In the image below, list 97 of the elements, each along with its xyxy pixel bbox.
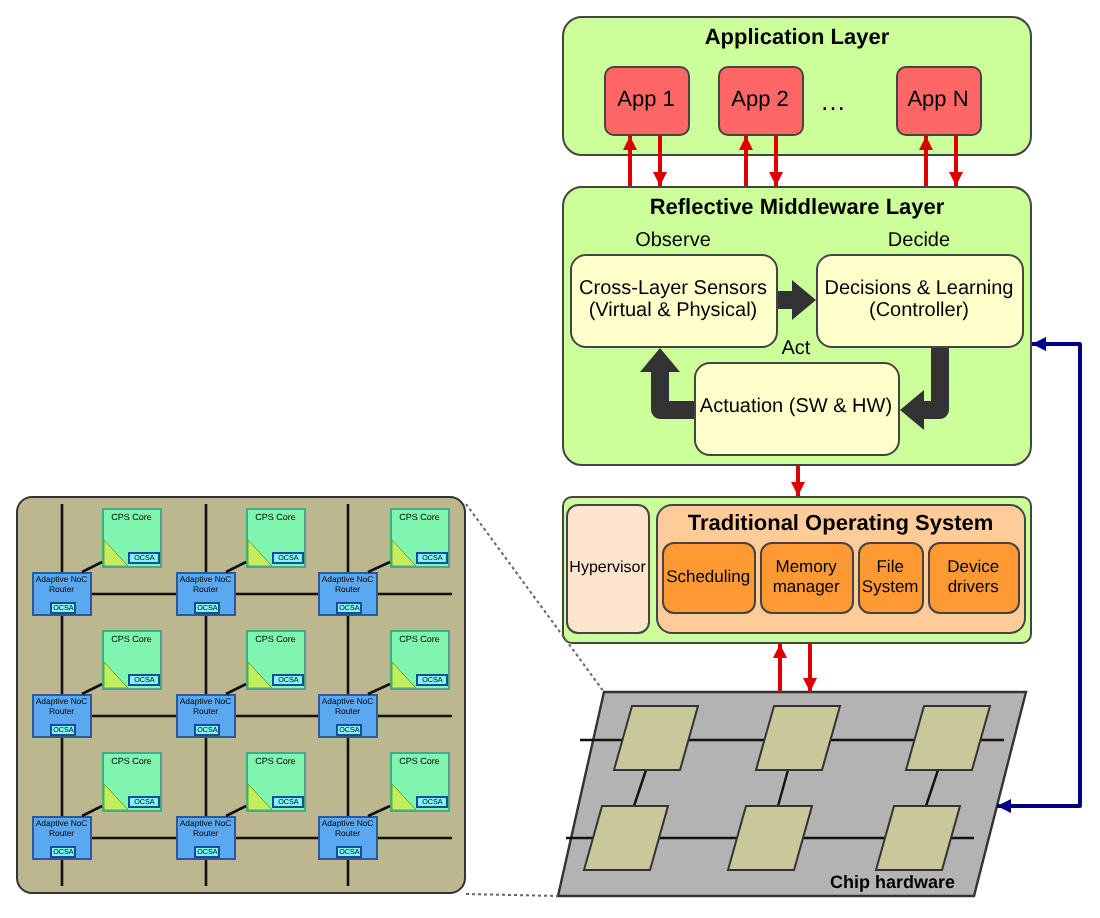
zoom-line	[465, 893, 559, 897]
router-box	[175, 815, 236, 860]
process-label: Decisions & Learning (Controller)	[822, 277, 1016, 323]
os-title: Traditional Operating System	[685, 511, 996, 537]
link-line	[346, 616, 350, 694]
zoom-line	[465, 503, 605, 693]
link-line	[367, 560, 391, 574]
process-label: Actuation (SW & HW)	[699, 396, 893, 420]
link-line	[236, 836, 318, 840]
hypervisor-label: Hypervisor	[569, 559, 646, 578]
link-line	[204, 616, 208, 694]
mesh-panel	[16, 496, 466, 894]
module-label: Scheduling	[666, 567, 751, 587]
router-box	[31, 571, 92, 616]
link-line	[346, 738, 350, 816]
block-arrow	[778, 280, 816, 320]
ocsa-box	[128, 674, 161, 687]
router-box	[317, 571, 378, 616]
link-line	[92, 592, 176, 596]
arrow	[919, 136, 933, 186]
link-line	[81, 682, 103, 696]
process-box	[569, 253, 777, 347]
layer-title: Reflective Middleware Layer	[647, 196, 947, 221]
arrow	[769, 136, 783, 186]
link-line	[225, 682, 247, 696]
layer-panel	[562, 186, 1032, 466]
link-line	[60, 616, 64, 694]
router-box	[317, 815, 378, 860]
process-box	[815, 253, 1023, 347]
os-panel	[562, 496, 1032, 644]
app-box	[603, 65, 689, 135]
arrow	[791, 466, 805, 496]
ellipsis-label: …	[820, 86, 846, 116]
hypervisor-box	[565, 503, 650, 634]
app-box	[717, 65, 803, 135]
link-line	[236, 714, 318, 718]
module-box	[927, 541, 1020, 614]
os-box	[655, 503, 1026, 634]
app-label: App 2	[731, 87, 789, 113]
core-box	[101, 751, 162, 812]
module-label: File System	[859, 558, 921, 597]
router-box	[31, 815, 92, 860]
module-box	[759, 541, 854, 614]
link-line	[225, 560, 247, 574]
core-box	[389, 507, 450, 568]
link-line	[367, 804, 391, 818]
arrow	[739, 136, 753, 186]
module-box	[857, 541, 924, 614]
chip-label: Chip hardware	[830, 872, 956, 893]
link-line	[81, 560, 103, 574]
link-line	[236, 592, 318, 596]
link-line	[204, 738, 208, 816]
link-line	[225, 804, 247, 818]
router-box	[175, 693, 236, 738]
step-label: Act	[779, 337, 813, 359]
router-box	[31, 693, 92, 738]
router-box	[175, 571, 236, 616]
core-box	[245, 507, 306, 568]
core-box	[101, 629, 162, 690]
arrow	[997, 337, 1082, 813]
core-box	[245, 629, 306, 690]
core-box	[245, 751, 306, 812]
module-label: Memory manager	[770, 558, 842, 597]
layer-title: Application Layer	[702, 26, 892, 51]
module-label: Device drivers	[945, 558, 1002, 597]
ocsa-box	[416, 674, 449, 687]
link-line	[367, 682, 391, 696]
ocsa-box	[416, 796, 449, 809]
core-box	[101, 507, 162, 568]
process-label: Cross-Layer Sensors (Virtual & Physical)	[577, 277, 769, 323]
module-box	[661, 541, 756, 614]
ocsa-box	[272, 796, 305, 809]
arrow	[653, 136, 667, 186]
ocsa-box	[416, 552, 449, 565]
router-box	[317, 693, 378, 738]
link-line	[92, 714, 176, 718]
ocsa-box	[272, 674, 305, 687]
app-label: App N	[907, 87, 969, 113]
arrow	[773, 644, 787, 692]
app-box	[895, 65, 981, 135]
link-line	[81, 804, 103, 818]
core-box	[389, 629, 450, 690]
process-box	[693, 361, 899, 455]
ocsa-box	[128, 796, 161, 809]
layer-panel	[562, 16, 1032, 156]
core-box	[389, 751, 450, 812]
arrow	[949, 136, 963, 186]
app-label: App 1	[617, 87, 675, 113]
link-line	[60, 738, 64, 816]
block-arrow	[640, 348, 694, 419]
ocsa-box	[128, 552, 161, 565]
step-label: Decide	[885, 229, 953, 251]
ocsa-box	[272, 552, 305, 565]
arrow	[803, 644, 817, 692]
arrow	[623, 136, 637, 186]
step-label: Observe	[633, 229, 713, 251]
link-line	[92, 836, 176, 840]
